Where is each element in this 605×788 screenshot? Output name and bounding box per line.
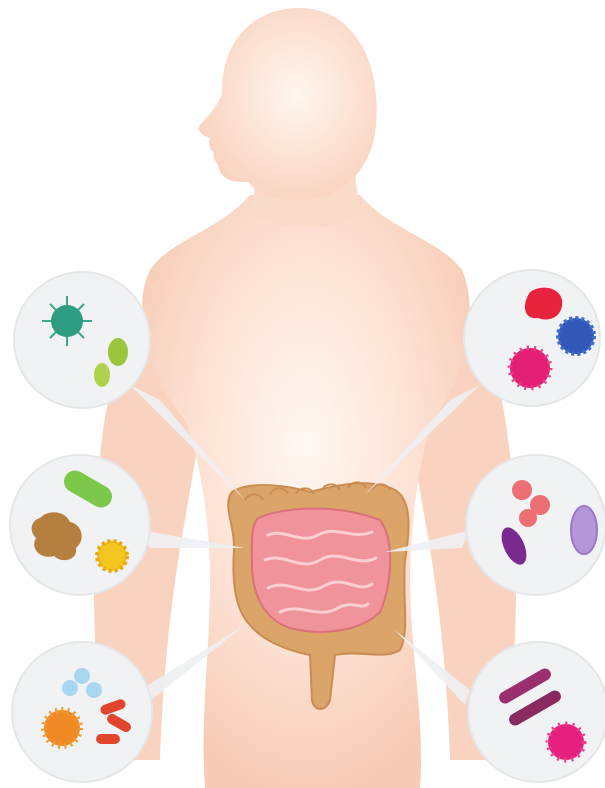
microbe-bubble-left-1 [14,272,150,408]
head [199,8,377,200]
yellow-spiky-bacterium-icon [97,541,127,571]
magenta-bacterium-icon [510,348,550,388]
microbe-bubble-right-3 [468,642,605,782]
magenta-virus-icon [548,724,584,760]
blue-virus-icon [558,318,594,354]
green-flagellate-icon [94,363,110,387]
red-protozoan-icon [525,288,562,320]
lavender-oval-bacterium-icon [571,506,597,554]
microbe-bubble-left-2 [10,455,150,595]
microbe-bubble-left-3 [12,642,152,782]
microbe-bubble-right-2 [466,455,605,595]
microbe-bubble-right-1 [464,270,600,406]
orange-virus-icon [44,710,80,746]
human-silhouette [94,8,516,788]
green-flagellate-icon [108,338,128,366]
